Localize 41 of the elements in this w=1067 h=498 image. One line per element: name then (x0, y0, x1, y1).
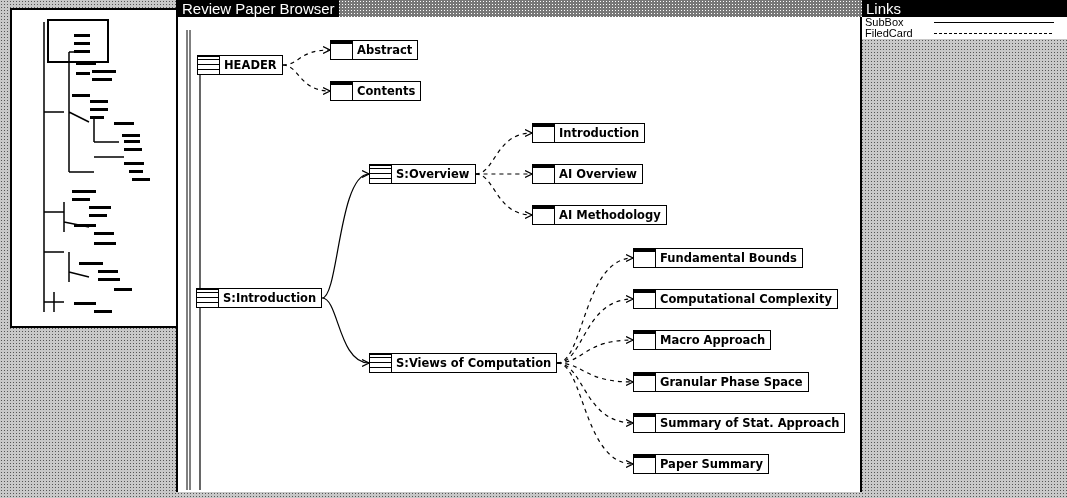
legend-label: SubBox (865, 16, 904, 28)
node-label: Introduction (558, 125, 641, 142)
node-label: S:Views of Computation (395, 355, 553, 372)
node-label: HEADER (223, 57, 278, 74)
legend-label: FiledCard (865, 27, 913, 39)
node-label: Abstract (356, 42, 414, 59)
node-label: Granular Phase Space (659, 374, 804, 391)
card-node (196, 288, 323, 308)
node-label: Computational Complexity (659, 291, 833, 308)
card-node (330, 40, 419, 60)
card-node (633, 372, 809, 392)
card-node (369, 164, 476, 184)
card-node (633, 248, 803, 268)
node-label: Fundamental Bounds (659, 250, 798, 267)
node-label: Contents (356, 83, 417, 100)
node-label: AI Methodology (558, 207, 662, 224)
panel-title: Links (862, 0, 1067, 17)
card-node (197, 55, 283, 75)
node-label: Paper Summary (659, 456, 764, 473)
node-label: Summary of Stat. Approach (659, 415, 841, 432)
card-node (369, 353, 558, 373)
window-title: Review Paper Browser (176, 0, 339, 17)
card-node (633, 454, 769, 474)
tree-link (199, 74, 201, 491)
card-node (330, 81, 422, 101)
card-node (532, 164, 643, 184)
dashed-link (282, 46, 331, 66)
card-node (532, 205, 667, 225)
dashed-link (474, 173, 533, 219)
node-label: S:Introduction (222, 290, 318, 307)
tree-link (321, 172, 370, 299)
card-node (633, 413, 846, 433)
dashed-link (282, 64, 331, 95)
dashed-link (474, 169, 533, 179)
card-node (532, 123, 646, 143)
tree-link (321, 297, 370, 366)
card-node (633, 289, 838, 309)
node-label: Macro Approach (659, 332, 767, 349)
node-label: AI Overview (558, 166, 638, 183)
card-node (633, 330, 772, 350)
node-label: S:Overview (395, 166, 471, 183)
